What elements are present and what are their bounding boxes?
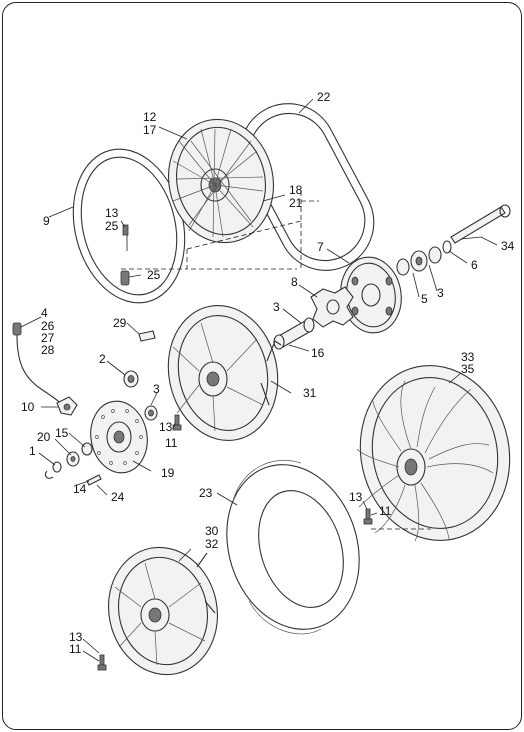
callout-21: 21 (289, 196, 303, 210)
isolator (310, 286, 354, 328)
spacer (273, 317, 315, 350)
callout-33: 33 (461, 350, 475, 364)
screw-middle (172, 414, 182, 431)
callout-7: 7 (317, 240, 324, 254)
callout-25: 25 (147, 268, 161, 282)
callout-4: 4 (41, 306, 48, 320)
valve-stem (120, 224, 130, 286)
callout-13: 13 (69, 630, 83, 644)
callout-12: 12 (143, 110, 157, 124)
callout-27: 27 (41, 331, 55, 345)
callout-25: 25 (105, 219, 119, 233)
sprocket (340, 256, 402, 334)
axle (450, 204, 511, 244)
callout-11: 11 (69, 642, 82, 656)
callout-32: 32 (205, 537, 219, 551)
callout-29: 29 (113, 316, 127, 330)
callout-6: 6 (471, 258, 478, 272)
callout-23: 23 (199, 486, 213, 500)
callout-11: 11 (379, 504, 392, 518)
callout-5: 5 (421, 292, 428, 306)
callout-24: 24 (111, 490, 125, 504)
screw-bottom (97, 654, 107, 671)
callout-15: 15 (55, 426, 69, 440)
callout-34: 34 (501, 239, 515, 253)
callout-14: 14 (73, 482, 87, 496)
callout-3: 3 (153, 382, 160, 396)
callout-9: 9 (43, 214, 50, 228)
callout-17: 17 (143, 123, 157, 137)
callout-26: 26 (41, 319, 55, 333)
callout-3: 3 (273, 300, 280, 314)
callout-13: 13 (105, 206, 119, 220)
callout-28: 28 (41, 343, 55, 357)
cast-wheel-rear (107, 546, 219, 676)
leader-lines (20, 98, 498, 662)
sprocket-bearings (396, 240, 452, 276)
rotor-bolt (86, 474, 102, 486)
callout-20: 20 (37, 430, 51, 444)
callout-18: 18 (289, 183, 303, 197)
callout-13: 13 (159, 420, 173, 434)
screw-right (363, 508, 373, 525)
cast-wheel-front (167, 304, 282, 442)
abs-sensor (12, 322, 78, 416)
callout-8: 8 (291, 275, 298, 289)
callout-16: 16 (311, 346, 325, 360)
callout-2: 2 (99, 352, 106, 366)
balance-weight (138, 330, 156, 342)
wheel-exploded-view: 22 12 17 9 13 25 25 18 21 34 7 6 8 5 3 3… (12, 90, 515, 676)
callout-22: 22 (317, 90, 331, 104)
callout-1: 1 (29, 444, 36, 458)
axle-spacers (44, 442, 93, 479)
brake-rotor (90, 400, 148, 474)
callout-11: 11 (165, 436, 178, 450)
callout-10: 10 (21, 400, 35, 414)
callout-3: 3 (437, 286, 444, 300)
spoked-wheel (167, 118, 275, 244)
callout-numbers: 22 12 17 9 13 25 25 18 21 34 7 6 8 5 3 3… (21, 90, 515, 656)
callout-35: 35 (461, 362, 475, 376)
rear-cast-wheel (356, 365, 511, 542)
callout-19: 19 (161, 466, 175, 480)
tire (226, 459, 360, 635)
callout-31: 31 (303, 386, 317, 400)
wheel-bearings (123, 370, 158, 421)
callout-30: 30 (205, 524, 219, 538)
callout-13: 13 (349, 490, 363, 504)
